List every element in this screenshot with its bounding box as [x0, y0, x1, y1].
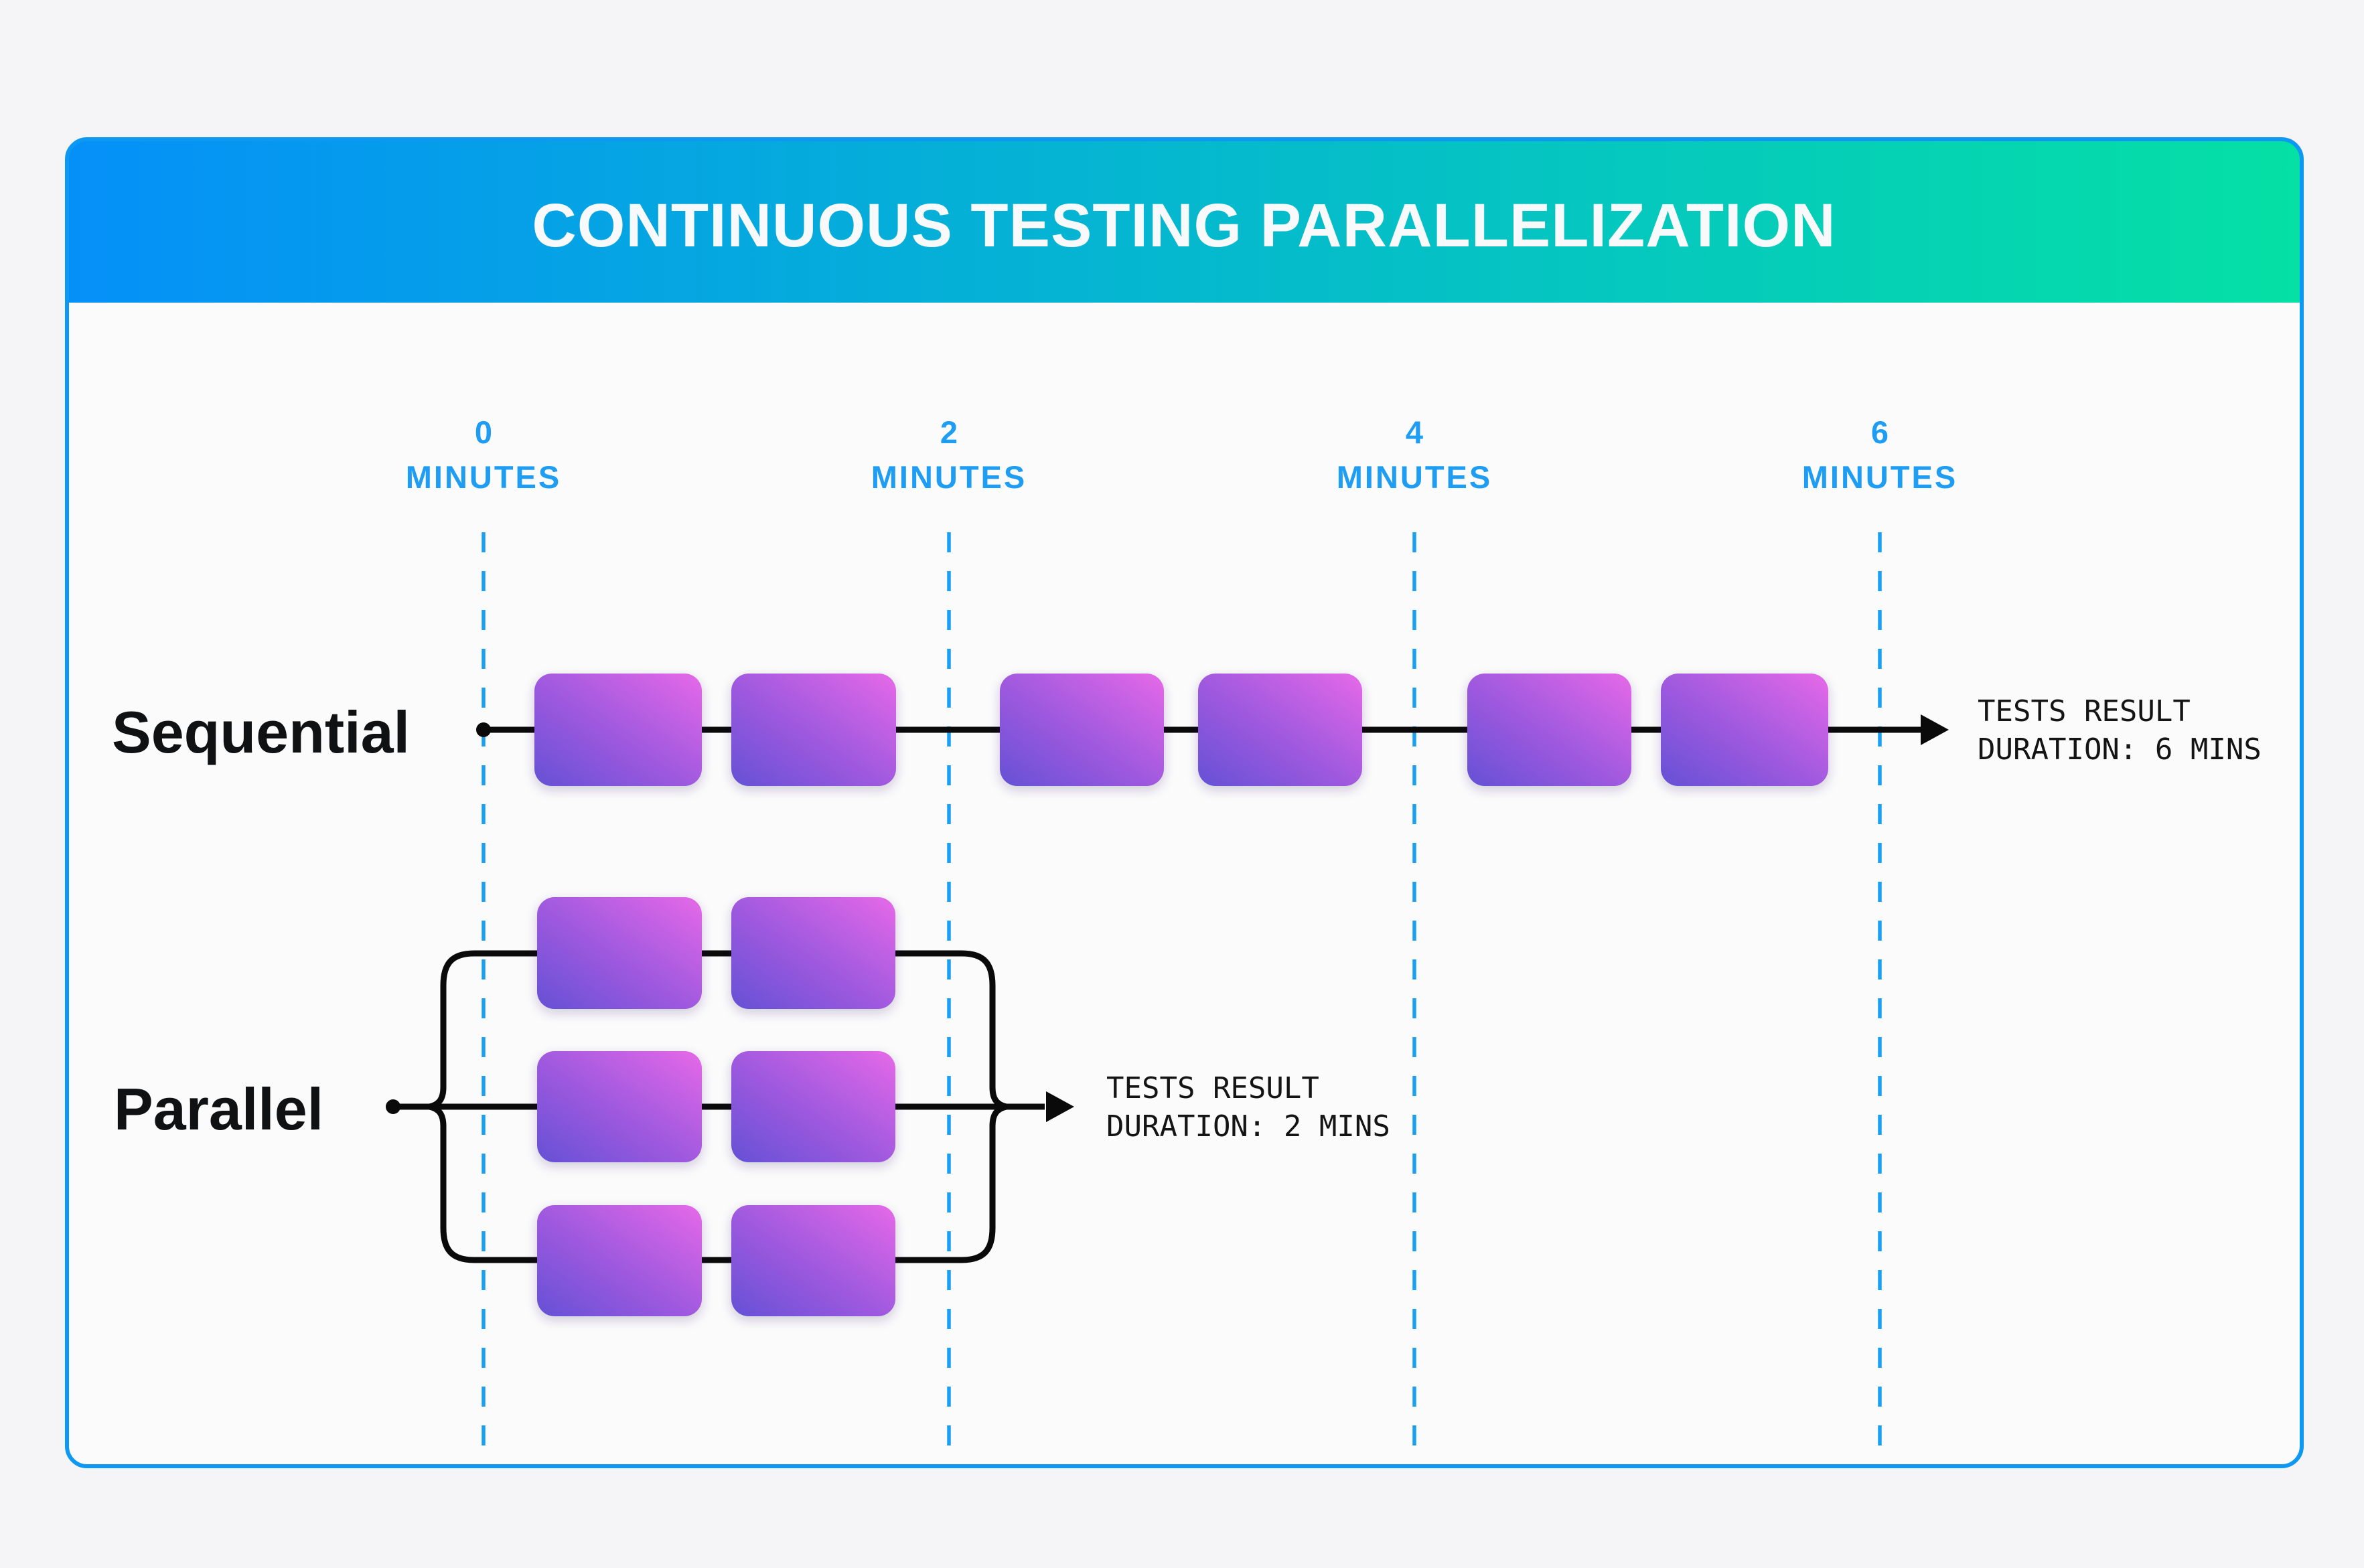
marker-unit: MINUTES [406, 459, 562, 495]
test-block [534, 674, 702, 786]
parallel-row: Parallel TESTS RESULT DURATION: 2 MINS [114, 897, 1390, 1316]
test-block [1661, 674, 1828, 786]
result-text-sequential: TESTS RESULT DURATION: 6 MINS [1978, 694, 2262, 767]
result-line-1: TESTS RESULT [1978, 694, 2191, 728]
test-block [731, 1051, 895, 1162]
result-text-parallel: TESTS RESULT DURATION: 2 MINS [1106, 1071, 1390, 1144]
parallel-branch-lines [393, 950, 1045, 1263]
row-label-sequential: Sequential [112, 699, 410, 765]
header-band [67, 139, 2302, 303]
timeline-marker-2: 2 MINUTES [871, 414, 1027, 495]
result-line-2: DURATION: 2 MINS [1106, 1109, 1390, 1144]
marker-unit: MINUTES [1802, 459, 1958, 495]
sequential-arrowhead [1921, 714, 1949, 745]
test-block [1198, 674, 1362, 786]
sequential-start-dot [476, 722, 491, 737]
test-block [731, 1205, 895, 1316]
marker-unit: MINUTES [871, 459, 1027, 495]
timeline-marker-4: 4 MINUTES [1337, 414, 1493, 495]
marker-value: 6 [1871, 414, 1889, 450]
result-line-1: TESTS RESULT [1106, 1071, 1319, 1105]
parallel-start-dot [386, 1099, 400, 1114]
marker-unit: MINUTES [1337, 459, 1493, 495]
marker-value: 4 [1406, 414, 1423, 450]
test-block [537, 897, 702, 1009]
result-line-2: DURATION: 6 MINS [1978, 732, 2262, 767]
row-label-parallel: Parallel [114, 1076, 323, 1142]
test-block [1000, 674, 1164, 786]
sequential-blocks [534, 674, 1828, 786]
test-block [731, 897, 895, 1009]
sequential-row: Sequential TESTS RESULT DURATION: 6 MINS [112, 674, 2262, 786]
marker-value: 2 [940, 414, 958, 450]
parallel-arrowhead [1046, 1091, 1074, 1122]
test-block [537, 1051, 702, 1162]
parallel-blocks [537, 897, 895, 1316]
test-block [537, 1205, 702, 1316]
timeline-marker-0: 0 MINUTES [406, 414, 562, 495]
timeline-marker-6: 6 MINUTES [1802, 414, 1958, 495]
page-title: CONTINUOUS TESTING PARALLELIZATION [532, 191, 1836, 260]
test-block [731, 674, 896, 786]
marker-value: 0 [475, 414, 492, 450]
timeline-gridlines [482, 532, 1882, 1464]
card-border [65, 137, 2304, 1468]
diagram-card [67, 139, 2302, 1466]
parallel-branch-upper [428, 950, 1008, 1110]
test-block [1467, 674, 1631, 786]
parallel-branch-lower [428, 1103, 1008, 1263]
timeline-markers: 0 MINUTES 2 MINUTES 4 MINUTES 6 MINUTES [406, 414, 1958, 495]
